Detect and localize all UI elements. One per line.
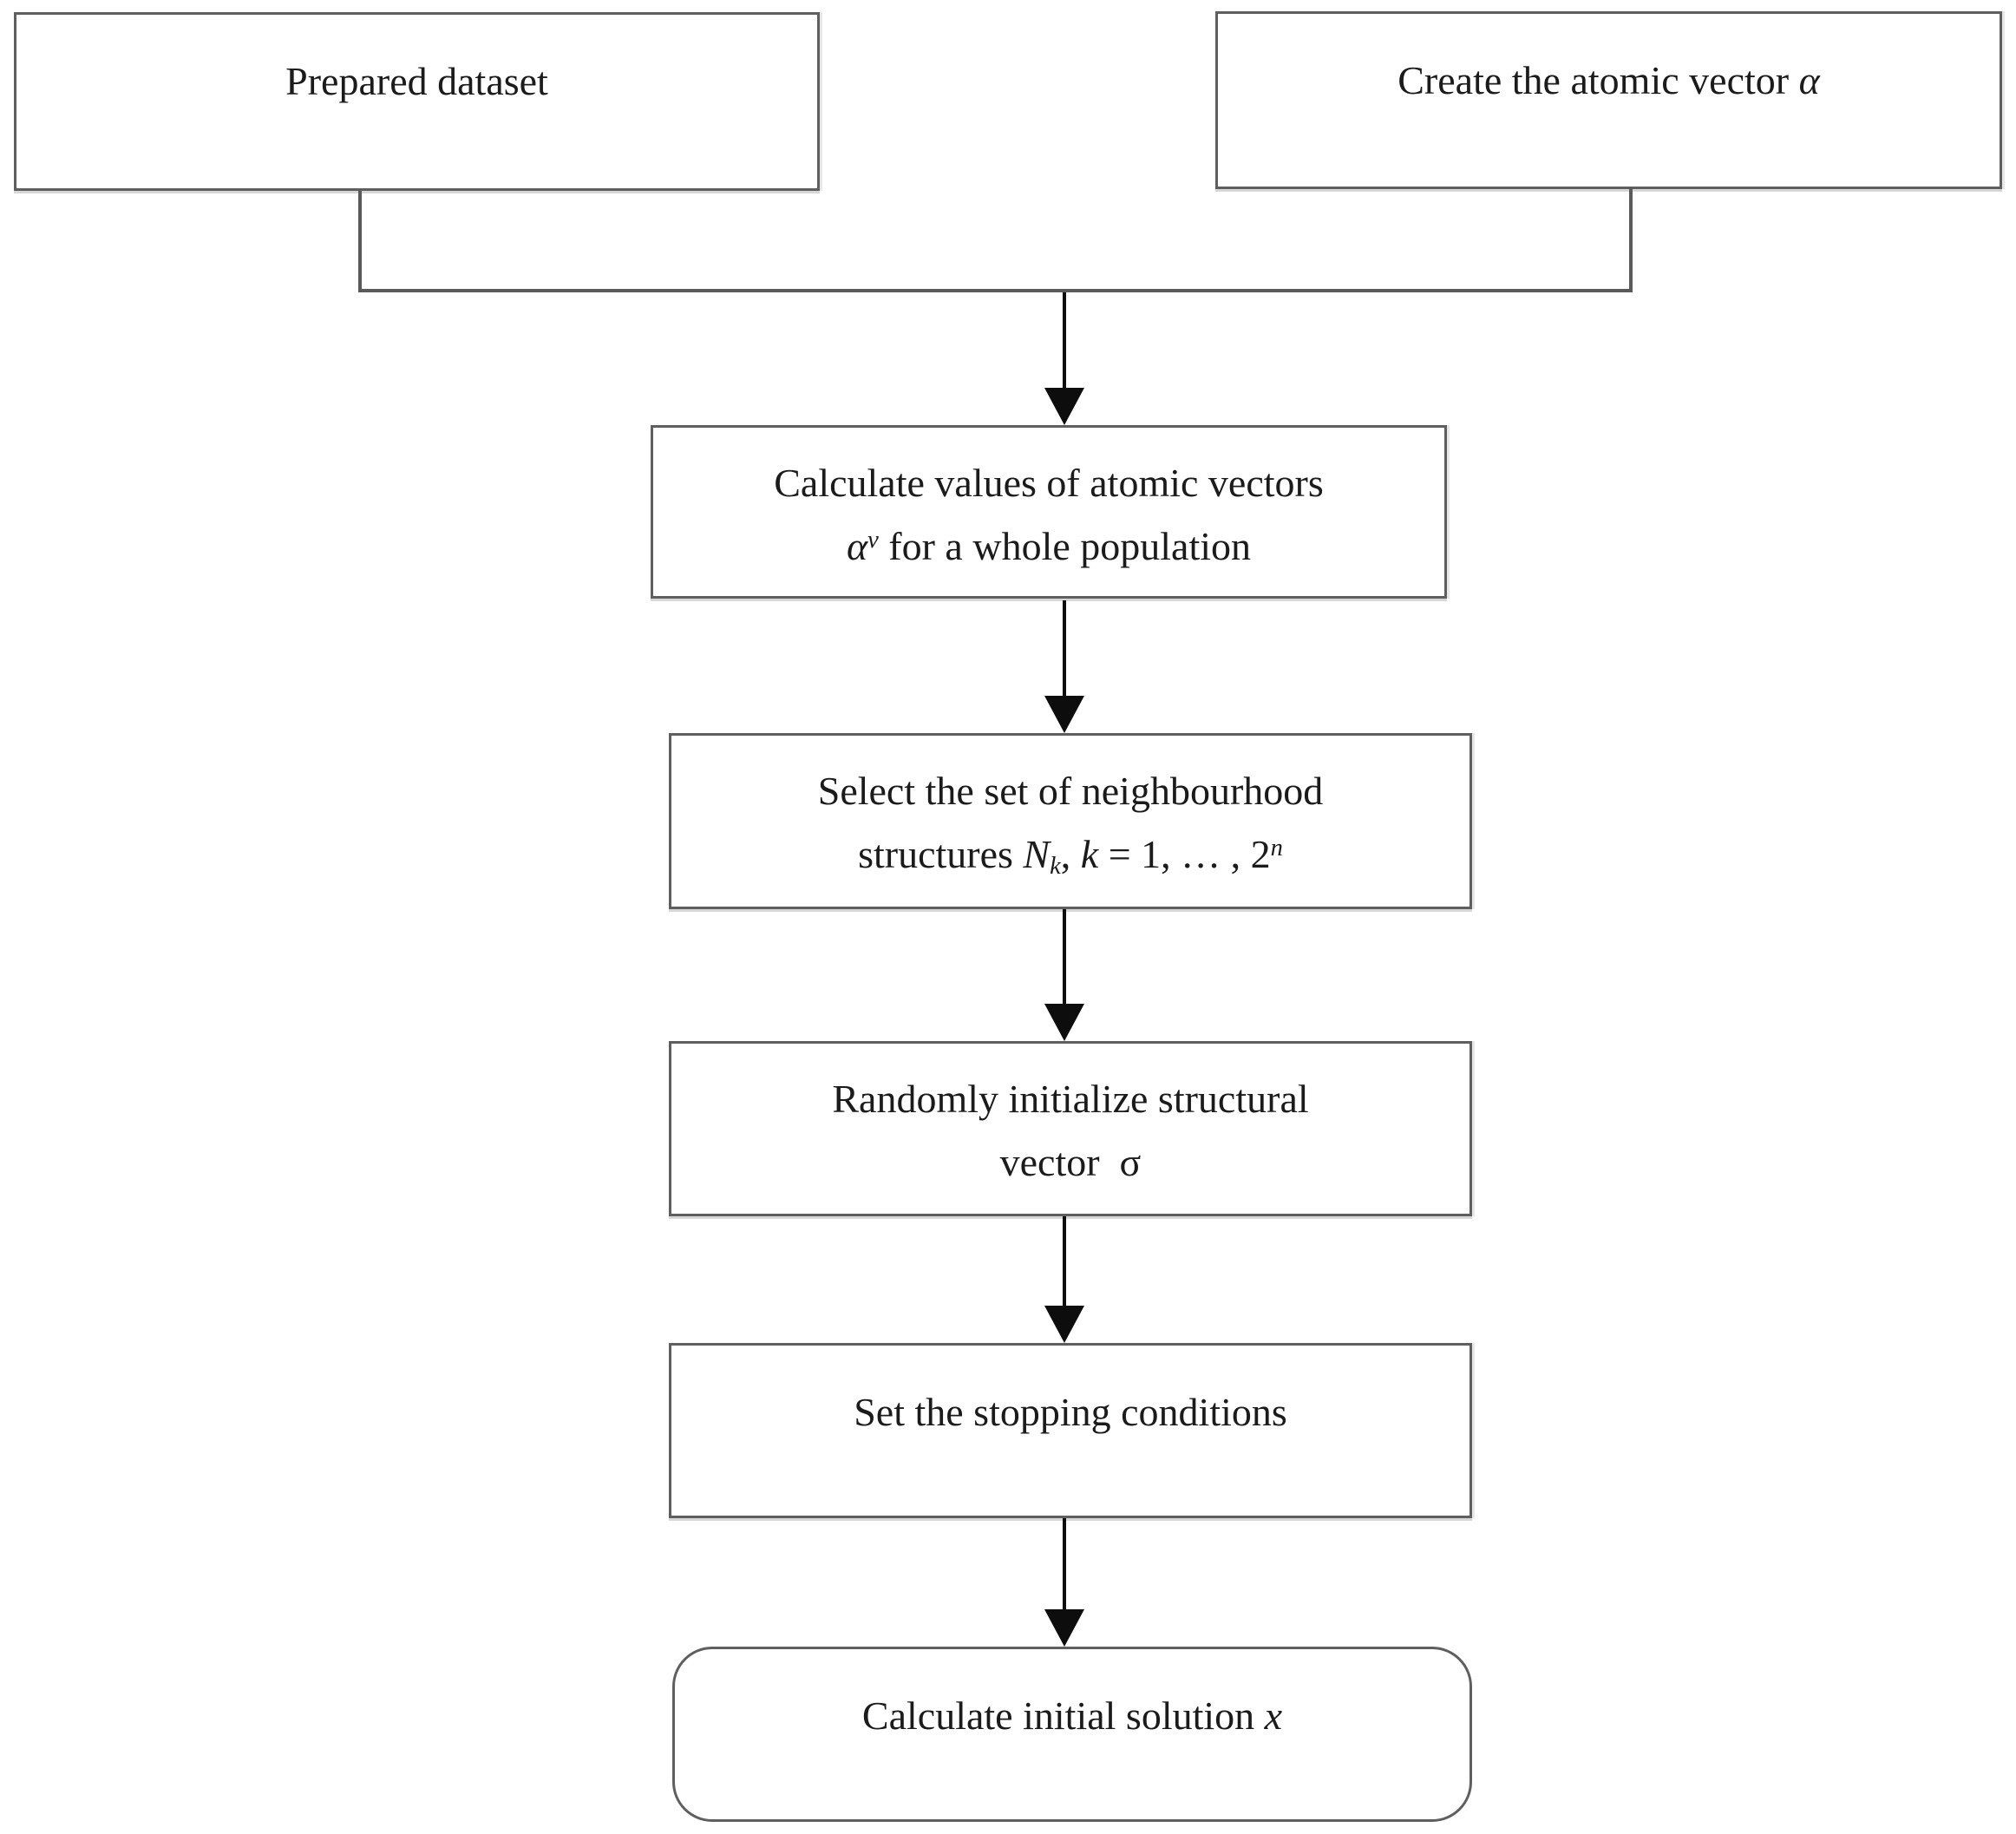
- flow-arrow-calc-to-select: [1044, 600, 1084, 733]
- node-text-line: structures Nk, k = 1, … , 2n: [858, 832, 1283, 881]
- flow-arrow-stop-to-final: [1044, 1518, 1084, 1647]
- arrow-stem: [1063, 600, 1066, 698]
- node-text-line: Select the set of neighbourhood: [817, 769, 1324, 813]
- node-text-line: Randomly initialize structural: [832, 1077, 1309, 1121]
- node-prepared-dataset: Prepared dataset: [14, 12, 820, 191]
- arrow-stem: [1063, 292, 1066, 390]
- node-create-atomic-vector: Create the atomic vector α: [1215, 11, 2002, 189]
- node-text-line: Set the stopping conditions: [854, 1390, 1287, 1434]
- arrow-head-icon: [1044, 1306, 1084, 1343]
- node-text-line: Calculate initial solution x: [861, 1693, 1283, 1738]
- flow-arrow-random-to-stop: [1044, 1216, 1084, 1343]
- node-calc-atomic-vectors: Calculate values of atomic vectors αv for…: [651, 425, 1447, 599]
- arrow-head-icon: [1044, 388, 1084, 425]
- arrow-head-icon: [1044, 696, 1084, 733]
- node-set-stopping-conditions: Set the stopping conditions: [669, 1343, 1472, 1518]
- node-text-line: αv for a whole population: [846, 524, 1252, 568]
- node-text-line: Calculate values of atomic vectors: [774, 461, 1324, 505]
- node-calc-initial-solution: Calculate initial solution x: [672, 1647, 1472, 1822]
- flow-arrow-select-to-random: [1044, 909, 1084, 1041]
- node-text-line: Create the atomic vector α: [1397, 58, 1820, 102]
- arrow-stem: [1063, 1518, 1066, 1612]
- flow-arrow-merge-to-calc: [1044, 292, 1084, 425]
- arrow-head-icon: [1044, 1609, 1084, 1647]
- node-random-init-structural-vector: Randomly initialize structural vector σ: [669, 1041, 1472, 1216]
- connector-join-horizontal: [358, 289, 1633, 292]
- connector-right-vertical: [1629, 187, 1633, 291]
- arrow-stem: [1063, 1216, 1066, 1308]
- node-text-line: vector σ: [999, 1140, 1142, 1184]
- arrow-stem: [1063, 909, 1066, 1006]
- arrow-head-icon: [1044, 1004, 1084, 1041]
- connector-left-vertical: [358, 190, 362, 291]
- node-select-neighbourhood: Select the set of neighbourhood structure…: [669, 733, 1472, 909]
- node-text-line: Prepared dataset: [285, 59, 548, 103]
